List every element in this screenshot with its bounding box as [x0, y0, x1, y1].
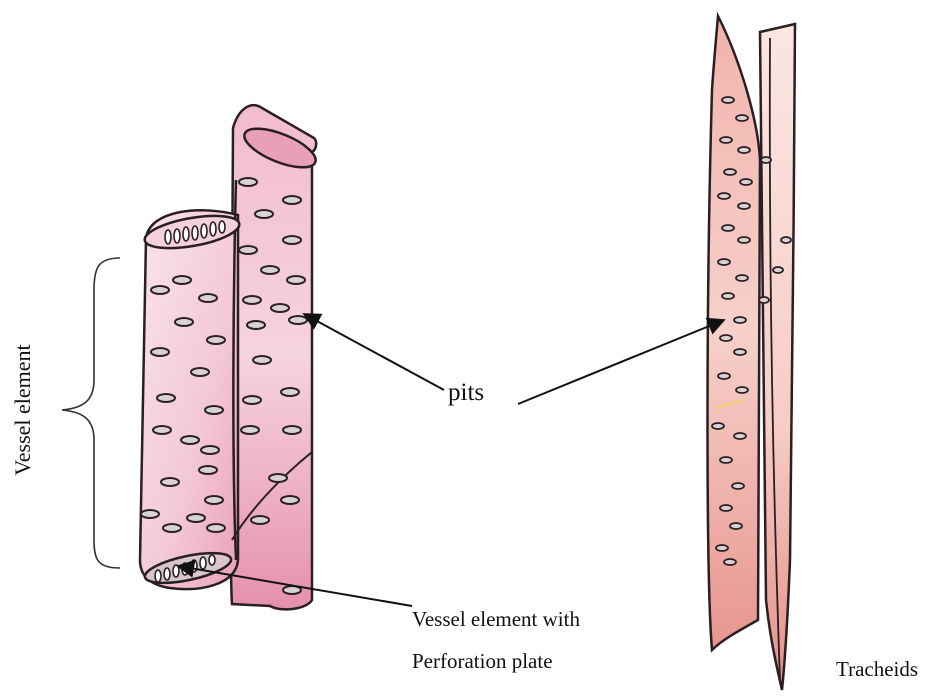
tracheid-illustration: [708, 16, 796, 690]
vessel-element-illustration: [140, 105, 320, 609]
tracheid-left: [708, 16, 761, 650]
tracheids-label: Tracheids: [836, 657, 918, 681]
perforation-label-line1: Vessel element with: [412, 607, 580, 631]
vessel-left-cell: [140, 210, 238, 589]
perforation-label-line2: Perforation plate: [412, 649, 553, 673]
pits-arrow-left: [304, 314, 444, 390]
pits-label: pits: [448, 379, 484, 406]
vessel-element-label: Vessel element: [10, 344, 35, 475]
vessel-element-brace: [62, 258, 120, 568]
pits-arrow-right: [518, 320, 724, 404]
